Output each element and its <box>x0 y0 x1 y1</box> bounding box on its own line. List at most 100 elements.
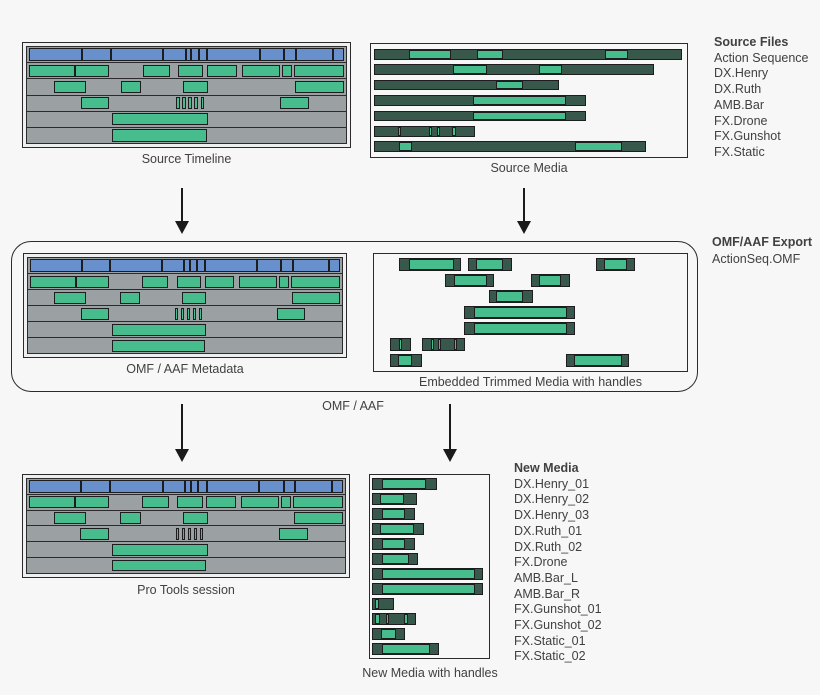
track-row <box>28 290 342 306</box>
track-row <box>28 258 342 274</box>
used-region <box>452 127 457 136</box>
arrow-down-icon <box>175 404 189 462</box>
legend-item: DX.Henry_01 <box>514 476 590 491</box>
track-row <box>27 79 346 96</box>
clip-boundary <box>197 480 200 493</box>
used-region <box>472 96 566 105</box>
used-region <box>430 339 435 350</box>
legend-item: FX.Static <box>714 144 765 159</box>
clip-boundary <box>204 259 207 272</box>
media-row <box>374 79 684 91</box>
used-region <box>453 339 457 350</box>
omf-aaf-caption: OMF / AAF <box>322 399 384 413</box>
used-region <box>399 142 412 151</box>
audio-clip <box>295 80 345 94</box>
media-row <box>370 522 489 536</box>
clip-boundary <box>294 480 297 493</box>
used-region <box>375 598 380 610</box>
legend-item: AMB.Bar_R <box>514 586 580 601</box>
clip-boundary <box>161 480 164 493</box>
clip-boundary <box>292 259 295 272</box>
clip-boundary <box>255 259 258 272</box>
track-row <box>28 322 342 338</box>
legend-item: FX.Gunshot <box>714 129 781 144</box>
media-row <box>374 49 684 60</box>
clip-boundary <box>109 480 112 493</box>
clip-boundary <box>283 48 286 62</box>
audio-clip <box>294 512 344 524</box>
source-timeline-caption: Source Timeline <box>141 152 232 166</box>
track-row <box>27 479 345 495</box>
audio-clip <box>80 527 110 540</box>
used-region <box>381 538 406 550</box>
audio-clip <box>281 496 292 509</box>
arrow-down-icon <box>443 404 457 462</box>
used-region <box>453 65 487 74</box>
clip-boundary <box>109 259 112 272</box>
media-file-bar <box>374 79 559 91</box>
media-file-bar <box>374 141 647 152</box>
used-region <box>381 568 476 580</box>
audio-clip <box>53 80 86 94</box>
media-row <box>375 306 686 319</box>
used-region <box>574 142 622 151</box>
clip-boundary <box>183 259 186 272</box>
media-row <box>370 552 489 566</box>
clip-boundary <box>80 48 83 62</box>
arrow-head <box>517 221 531 234</box>
new-media-graphic <box>369 474 490 659</box>
used-region <box>539 65 563 74</box>
audio-clip <box>241 496 280 509</box>
embedded-media-graphic <box>373 253 688 372</box>
used-region <box>475 259 504 270</box>
audio-clip <box>53 512 86 524</box>
track-row <box>27 495 345 511</box>
clip-boundary <box>280 259 283 272</box>
media-row <box>370 627 489 640</box>
used-region <box>473 323 567 334</box>
audio-clip <box>75 496 110 509</box>
media-row <box>370 507 489 521</box>
used-region <box>539 275 562 286</box>
pro-tools-session-graphic <box>22 474 350 578</box>
track-row <box>27 526 345 543</box>
audio-clip <box>112 113 209 126</box>
audio-clip <box>200 97 205 110</box>
legend-item: FX.Gunshot_01 <box>514 602 602 617</box>
media-row <box>375 354 686 367</box>
used-region <box>408 259 454 270</box>
legend-item: DX.Henry <box>714 66 769 81</box>
omf-metadata-caption: OMF / AAF Metadata <box>126 362 244 376</box>
arrow-shaft <box>449 404 451 449</box>
audio-clip <box>174 307 179 320</box>
media-row <box>374 95 684 106</box>
embedded-media-caption: Embedded Trimmed Media with handles <box>418 375 643 389</box>
audio-clip <box>112 559 207 572</box>
track-row <box>27 558 345 573</box>
audio-clip <box>181 527 186 540</box>
omf-metadata-graphic <box>23 253 347 358</box>
arrow-down-icon <box>517 188 531 234</box>
clip-boundary <box>331 480 334 493</box>
media-row <box>374 64 684 75</box>
audio-clip <box>278 275 289 288</box>
clip-boundary <box>190 48 193 62</box>
media-row <box>375 338 686 351</box>
audio-clip <box>206 496 236 509</box>
used-region <box>381 508 406 520</box>
track-row <box>27 96 346 112</box>
clip-boundary <box>189 480 192 493</box>
arrow-shaft <box>181 188 183 222</box>
embedded-media-rows <box>375 258 686 367</box>
audio-clip <box>75 64 110 77</box>
audio-clip <box>28 496 76 509</box>
used-region <box>437 339 442 350</box>
legend-item: DX.Henry_02 <box>514 492 590 507</box>
used-region <box>381 643 430 654</box>
used-region <box>380 628 396 639</box>
audio-clip <box>112 129 207 142</box>
legend-item: DX.Henry_03 <box>514 508 590 523</box>
used-region <box>453 275 487 286</box>
audio-clip <box>277 307 306 320</box>
track-row <box>27 63 346 80</box>
